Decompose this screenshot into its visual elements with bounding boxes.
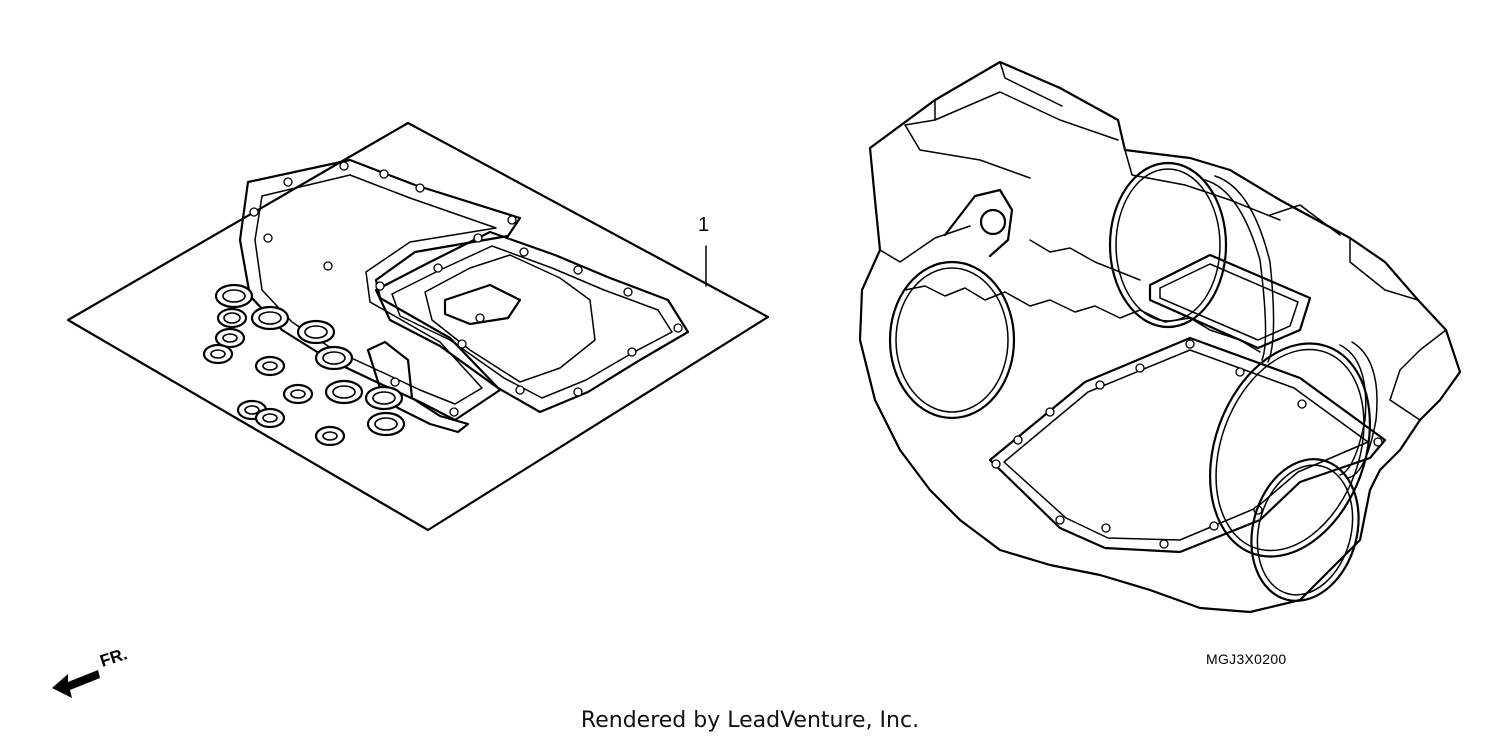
right-cover-o-ring-lower xyxy=(1250,458,1360,602)
engine-block-illustration xyxy=(858,60,1462,614)
gasket-kit-illustration xyxy=(66,121,770,532)
oil-pan-gasket xyxy=(374,230,690,414)
arrow-left-icon xyxy=(52,670,100,698)
left-cover-ear-hole xyxy=(979,208,1007,236)
long-belt-seal xyxy=(1204,179,1267,361)
engine-outline xyxy=(858,60,1462,614)
footer-credit: Rendered by LeadVenture, Inc. xyxy=(580,708,920,733)
o-ring-seal-set xyxy=(202,283,406,447)
crankcase-seam xyxy=(904,285,1261,353)
callout-number: 1 xyxy=(698,214,710,236)
top-rect-gasket xyxy=(1148,253,1312,350)
diagram-code: MGJ3X0200 xyxy=(1206,651,1287,667)
left-cover-o-ring xyxy=(888,260,1016,420)
left-cover-ear xyxy=(943,188,1014,258)
gasket-bolt-holes xyxy=(249,161,683,417)
oil-pan-mating-gasket xyxy=(988,336,1387,554)
engine-bolt-holes xyxy=(991,339,1383,549)
center-o-ring xyxy=(1108,161,1228,329)
cover-gasket xyxy=(443,283,522,326)
